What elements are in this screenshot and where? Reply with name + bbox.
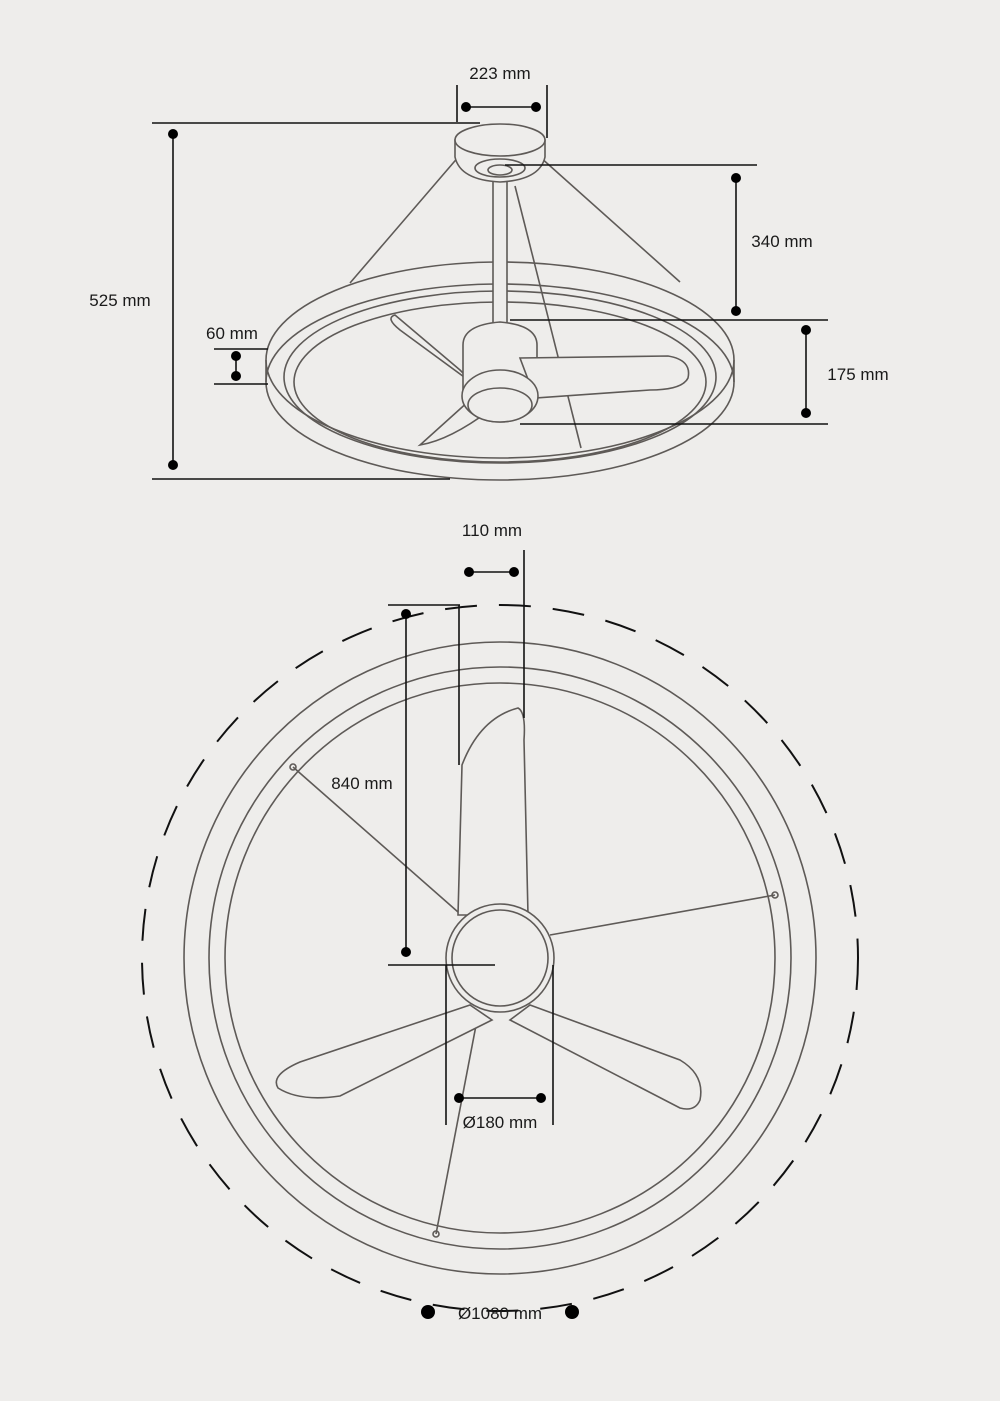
downrod — [492, 164, 508, 324]
suspension-cable — [514, 185, 582, 449]
fan-blade — [390, 314, 476, 386]
fan-blade — [457, 707, 529, 916]
dimension-canopy-width: 223 mm — [456, 64, 548, 138]
ring-outer — [183, 641, 817, 1275]
ring-middle — [208, 666, 792, 1250]
suspension-cable — [520, 139, 681, 283]
motor-diameter-label: Ø180 mm — [463, 1113, 538, 1132]
suspension-cable — [289, 763, 459, 913]
suspension-cable — [432, 1014, 479, 1238]
ring-inner — [224, 682, 776, 1234]
ring-height-label: 60 mm — [206, 324, 258, 343]
total-height-label: 525 mm — [89, 291, 150, 310]
dimension-canopy-diameter: 110 mm — [458, 521, 525, 765]
fan-blade — [275, 1004, 494, 1099]
light-cover — [451, 909, 549, 1007]
suspension-cable — [349, 154, 461, 284]
canopy-width-label: 223 mm — [469, 64, 530, 83]
motor-hub — [445, 903, 555, 1013]
canopy-diameter-label: 110 mm — [462, 521, 522, 540]
fan-blade — [508, 1004, 702, 1110]
top-view-fan-drawing — [141, 604, 859, 1312]
blade-length-label: 840 mm — [331, 774, 392, 793]
dimension-downrod-length: 340 mm — [505, 164, 828, 321]
dimension-motor-height: 175 mm — [520, 325, 889, 425]
fan-blade — [518, 355, 690, 399]
light-cover — [467, 387, 533, 423]
ceiling-canopy — [454, 123, 546, 183]
blade-sweep-circle — [141, 604, 859, 1312]
suspension-cable — [549, 891, 779, 936]
dimension-overall-diameter: Ø1080 mm — [421, 1304, 579, 1323]
downrod-length-label: 340 mm — [751, 232, 812, 251]
dimension-ring-height: 60 mm — [206, 324, 268, 385]
motor-height-label: 175 mm — [827, 365, 888, 384]
dimension-total-height: 525 mm — [89, 122, 480, 480]
side-view-fan-drawing — [265, 123, 735, 481]
dimension-blade-length: 840 mm — [331, 604, 495, 966]
dimension-motor-diameter: Ø180 mm — [445, 965, 554, 1132]
overall-diameter-label: Ø1080 mm — [458, 1304, 542, 1323]
